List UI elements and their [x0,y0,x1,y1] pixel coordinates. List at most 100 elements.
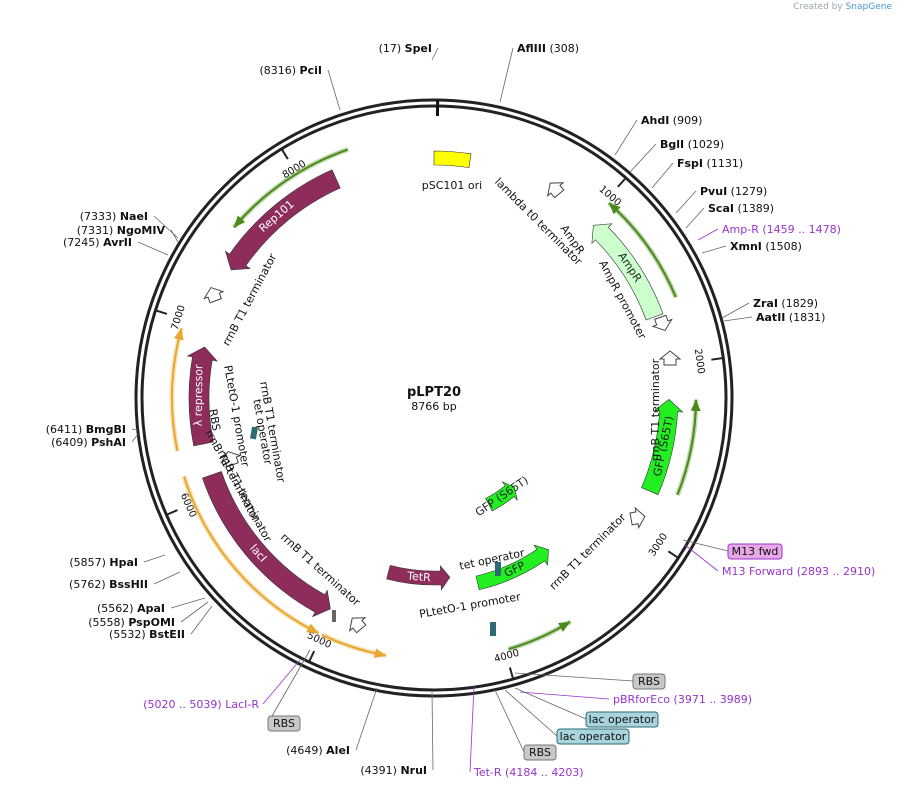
site-leader [431,691,434,771]
tick-mark [508,667,515,680]
tick-mark [308,650,316,663]
site-position: (1029) [684,138,724,151]
site-label: BglI (1029) [660,138,724,151]
feature-gfp-s65t [641,399,684,496]
primer-range: (3971 .. 3989) [670,693,752,706]
site-leader [723,316,753,322]
feature-lambda-repressor-label: λ repressor [192,364,206,426]
tick-label: 4000 [493,648,520,665]
box-leader [504,689,558,737]
site-label: (7245) AvrII [63,236,132,249]
site-label: AflIII (308) [517,42,579,55]
box-label: RBS [638,675,660,688]
site-name: AhdI [641,114,669,127]
feature-label: RBS [206,408,223,432]
site-label: ScaI (1389) [708,202,774,215]
site-leader [499,47,514,103]
site-name: SpeI [405,42,432,55]
box-leader [494,689,525,753]
backbone-outer [134,98,734,698]
rbs-box [332,610,336,622]
site-leader [614,119,638,156]
primer-leader [697,228,719,241]
feature-tetr [386,565,451,591]
site-label: (5562) ApaI [97,602,165,615]
tick-mark [711,357,724,361]
tick-mark [280,148,289,160]
promoter-arrow-ampr [651,314,673,332]
site-label: ZraI (1829) [753,297,818,310]
site-leader [170,229,179,243]
feature-label: rrnB T1 terminator [547,511,629,593]
primer-leader [684,544,719,572]
orf-rep101 [233,148,349,228]
feature-label: rrnB T1 terminator [220,251,280,348]
primer-range: (1459 .. 1478) [759,223,841,236]
site-label: (5558) PspOMI [88,616,175,629]
primer-name: Amp-R [722,223,759,236]
primer-range: (2893 .. 2910) [793,565,875,578]
orf-gfp-head [558,621,571,632]
site-name: NgoMIV [117,224,166,237]
site-name: BglI [660,138,684,151]
snapgene-credit: Created by SnapGene [793,2,892,12]
site-label: (7333) NaeI [80,210,148,223]
box-label: lac operator [589,713,656,726]
site-leader [721,302,750,319]
site-label: (6409) PshAI [51,436,126,449]
box-label: RBS [529,746,551,759]
box-label: RBS [273,717,295,730]
box-label: M13 fwd [732,545,779,558]
terminator-arrow-rrnb-4 [629,506,646,530]
feature-label: pSC101 ori [422,179,482,192]
site-position: (4391) [360,764,400,777]
site-label: (4649) AleI [286,744,350,757]
site-label: (8316) PciI [259,64,322,77]
site-leader [685,207,705,229]
primer-leader [469,685,475,773]
site-leader [651,162,674,189]
site-position: (1131) [703,157,743,170]
site-name: PshAI [91,436,126,449]
site-name: BstEII [149,628,185,641]
terminator-arrow-rrnb-5 [348,617,367,634]
plasmid-size: 8766 bp [411,400,456,413]
plasmid-name: pLPT20 [407,385,461,400]
site-leader [170,597,206,609]
primer-leader [262,659,301,705]
site-position: (1508) [762,240,802,253]
primer-name: pBRforEco [613,693,670,706]
feature-psc101-ori [433,150,472,168]
box-leader [682,539,729,552]
box-leader [514,672,634,682]
feature-ampr [591,223,664,321]
orf-arcs [169,147,701,659]
site-leader [153,571,181,585]
site-position: (909) [669,114,702,127]
site-name: AatII [756,311,785,324]
primer-label: pBRforEco (3971 .. 3989) [613,693,752,706]
site-label: (4391) NruI [360,764,427,777]
site-name: PvuI [700,185,727,198]
primer-name: M13 Forward [722,565,793,578]
primer-name: LacI-R [225,698,259,711]
feature-gfp-s65t-inner-label: GFP (S65T) [473,474,531,520]
orf-laci-head [306,623,319,634]
site-name: HpaI [109,556,138,569]
site-position: (6409) [51,436,91,449]
site-position: (1389) [734,202,774,215]
feature-laci [202,471,331,618]
site-position: (6411) [46,423,86,436]
site-leader [190,605,213,635]
feature-tetr-label: TetR [406,569,432,584]
site-position: (308) [546,42,579,55]
site-leader [701,245,727,254]
orf-lambda-head [173,328,184,341]
terminator-arrow-rrnb-3 [220,450,242,468]
backbone-inner [140,104,728,692]
primer-label: (5020 .. 5039) LacI-R [143,698,259,711]
site-position: (8316) [259,64,299,77]
site-name: PciI [300,64,322,77]
